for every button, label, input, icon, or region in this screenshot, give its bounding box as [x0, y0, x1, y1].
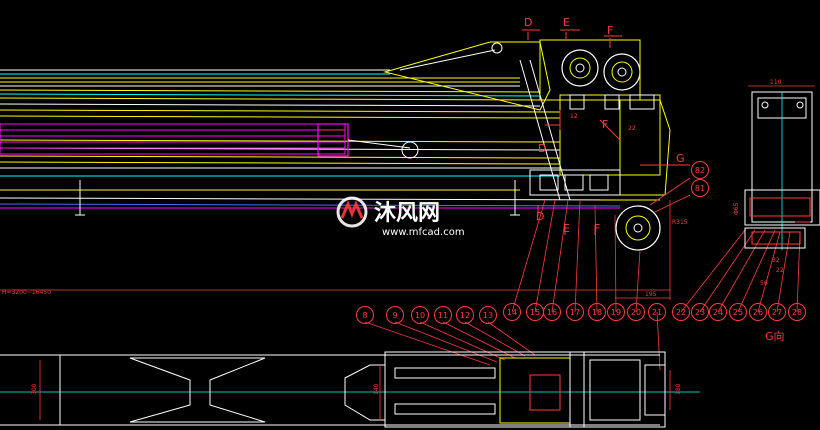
svg-text:23: 23 — [695, 308, 705, 317]
svg-text:9: 9 — [392, 311, 397, 320]
balloon-8: 8 — [356, 306, 374, 324]
dim-12: 12 — [570, 113, 578, 120]
balloon-24: 24 — [709, 303, 727, 321]
svg-text:17: 17 — [570, 308, 580, 317]
svg-text:12: 12 — [460, 311, 470, 320]
dim-phi65: Φ65 — [733, 202, 740, 215]
section-cut-lines — [522, 29, 690, 235]
svg-text:18: 18 — [592, 308, 602, 317]
svg-text:82: 82 — [695, 166, 705, 175]
label-F-top: F — [607, 24, 613, 37]
label-E-top: E — [563, 16, 570, 29]
svg-text:25: 25 — [733, 308, 743, 317]
svg-text:14: 14 — [507, 308, 517, 317]
svg-text:28: 28 — [792, 308, 802, 317]
balloon-25: 25 — [729, 303, 747, 321]
balloon-15: 15 — [526, 303, 544, 321]
support-brackets — [75, 180, 520, 216]
label-G: G — [676, 152, 685, 165]
balloon-82: 82 — [691, 161, 709, 179]
svg-text:11: 11 — [438, 311, 448, 320]
label-F-mid: F — [602, 118, 608, 131]
g-view — [744, 85, 820, 250]
section-labels: D E F D F D E F G G向 — [524, 16, 785, 343]
balloon-16: 16 — [543, 303, 561, 321]
svg-text:10: 10 — [415, 311, 425, 320]
watermark: 沐风网 www.mfcad.com — [330, 190, 500, 240]
dim-h-range: H=3200~16450 — [2, 289, 51, 296]
dim-22b: 22 — [776, 267, 784, 274]
svg-text:19: 19 — [611, 308, 621, 317]
svg-text:8: 8 — [362, 311, 367, 320]
svg-text:81: 81 — [695, 184, 705, 193]
label-E-bottom: E — [563, 222, 570, 235]
balloon-26: 26 — [749, 303, 767, 321]
dim-22: 22 — [628, 125, 636, 132]
hydraulic-cylinder — [0, 123, 419, 159]
watermark-url: www.mfcad.com — [382, 227, 465, 238]
watermark-brand: 沐风网 — [374, 201, 440, 226]
balloon-19: 19 — [607, 303, 625, 321]
label-D-top: D — [524, 16, 532, 29]
balloon-17: 17 — [566, 303, 584, 321]
balloon-11: 11 — [434, 306, 452, 324]
balloon-10: 10 — [411, 306, 429, 324]
balloon-21: 21 — [648, 303, 666, 321]
balloon-18: 18 — [588, 303, 606, 321]
svg-text:16: 16 — [547, 308, 557, 317]
dim-110: 110 — [770, 79, 782, 86]
balloon-22: 22 — [672, 303, 690, 321]
dim-300: 300 — [31, 383, 38, 395]
balloon-20: 20 — [627, 303, 645, 321]
label-F-bottom: F — [594, 222, 600, 235]
label-D-mid: D — [538, 142, 546, 155]
balloon-81: 81 — [691, 179, 709, 197]
svg-text:26: 26 — [753, 308, 763, 317]
leader-lines — [364, 177, 801, 371]
svg-text:27: 27 — [772, 308, 782, 317]
dimension-texts: 12 22 195 110 Φ65 32 22 56 R315 H=3200~1… — [2, 79, 784, 395]
part-balloons-right: 82 81 — [691, 161, 709, 197]
balloon-28: 28 — [788, 303, 806, 321]
watermark-logo-icon — [336, 196, 368, 228]
svg-text:21: 21 — [652, 308, 662, 317]
balloon-9: 9 — [386, 306, 404, 324]
dim-195: 195 — [645, 291, 657, 298]
balloon-23: 23 — [691, 303, 709, 321]
svg-text:22: 22 — [676, 308, 686, 317]
part-balloons: 8 9 10 11 12 13 14 15 16 17 18 19 20 21 22 23 24 25 26 27 28 — [356, 303, 806, 324]
label-D-bottom: D — [536, 210, 544, 223]
dim-180: 180 — [675, 383, 682, 395]
boom-head — [383, 39, 671, 251]
label-G-view: G向 — [765, 329, 785, 343]
balloon-12: 12 — [456, 306, 474, 324]
dim-r315: R315 — [672, 219, 688, 226]
dimension-lines — [0, 200, 671, 300]
svg-text:24: 24 — [713, 308, 723, 317]
dim-56: 56 — [760, 280, 768, 287]
dim-32: 32 — [772, 257, 780, 264]
balloon-14: 14 — [503, 303, 521, 321]
dim-140: 140 — [373, 383, 380, 395]
balloon-13: 13 — [479, 306, 497, 324]
boom-lines — [0, 69, 621, 209]
svg-text:20: 20 — [631, 308, 641, 317]
balloon-27: 27 — [768, 303, 786, 321]
svg-text:13: 13 — [483, 311, 493, 320]
svg-text:15: 15 — [530, 308, 540, 317]
plan-view — [0, 351, 700, 428]
